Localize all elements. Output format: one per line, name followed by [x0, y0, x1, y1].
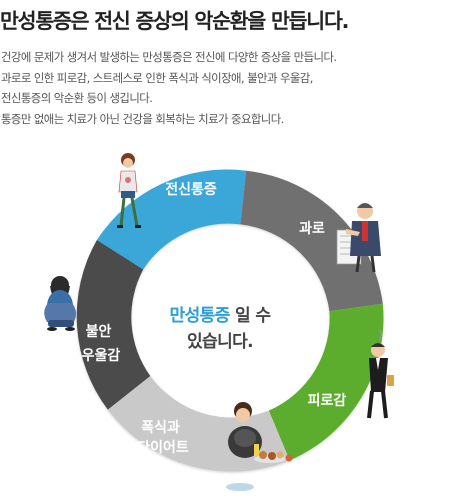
tired-man-icon	[367, 329, 394, 419]
center-highlight: 만성통증	[169, 306, 231, 326]
page-title: 만성통증은 전신 증상의 악순환을 만듭니다.	[0, 9, 349, 33]
segment-anxiety-depression	[76, 240, 151, 410]
segment-fatigue	[268, 303, 384, 461]
overworked-man-icon	[336, 203, 381, 273]
segment-label-full-body-pain: 전신통증	[165, 181, 217, 198]
segment-label-binge-diet: 폭식과 다이어트	[137, 420, 189, 456]
center-message: 만성통증 일 수 있습니다.	[150, 303, 290, 355]
segment-overwork	[240, 170, 383, 312]
description-line: 과로로 인한 피로감, 스트레스로 인한 폭식과 식이장애, 불안과 우울감,	[1, 70, 313, 85]
segment-label-anxiety-depression: 불안 우울감	[82, 323, 121, 364]
description: 건강에 문제가 생겨서 발생하는 만성통증은 전신에 다양한 증상을 만듭니다.…	[1, 47, 463, 129]
description-line: 건강에 문제가 생겨서 발생하는 만성통증은 전신에 다양한 증상을 만듭니다.	[1, 50, 337, 64]
center-text-rest: 일 수	[229, 306, 271, 326]
description-line: 전신통증의 악순환 등이 생깁니다.	[1, 91, 153, 105]
description-line: 통증만 없애는 치료가 아닌 건강을 회복하는 치료가 중요합니다.	[1, 111, 284, 126]
woman-pain-icon	[117, 153, 141, 228]
segment-label-overwork: 과로	[299, 221, 325, 237]
sad-woman-icon	[44, 276, 77, 331]
center-text-line2: 있습니다.	[186, 332, 254, 352]
segment-full-body-pain	[96, 169, 247, 270]
overeating-woman-icon	[226, 402, 293, 491]
segment-label-fatigue: 피로감	[308, 392, 347, 409]
